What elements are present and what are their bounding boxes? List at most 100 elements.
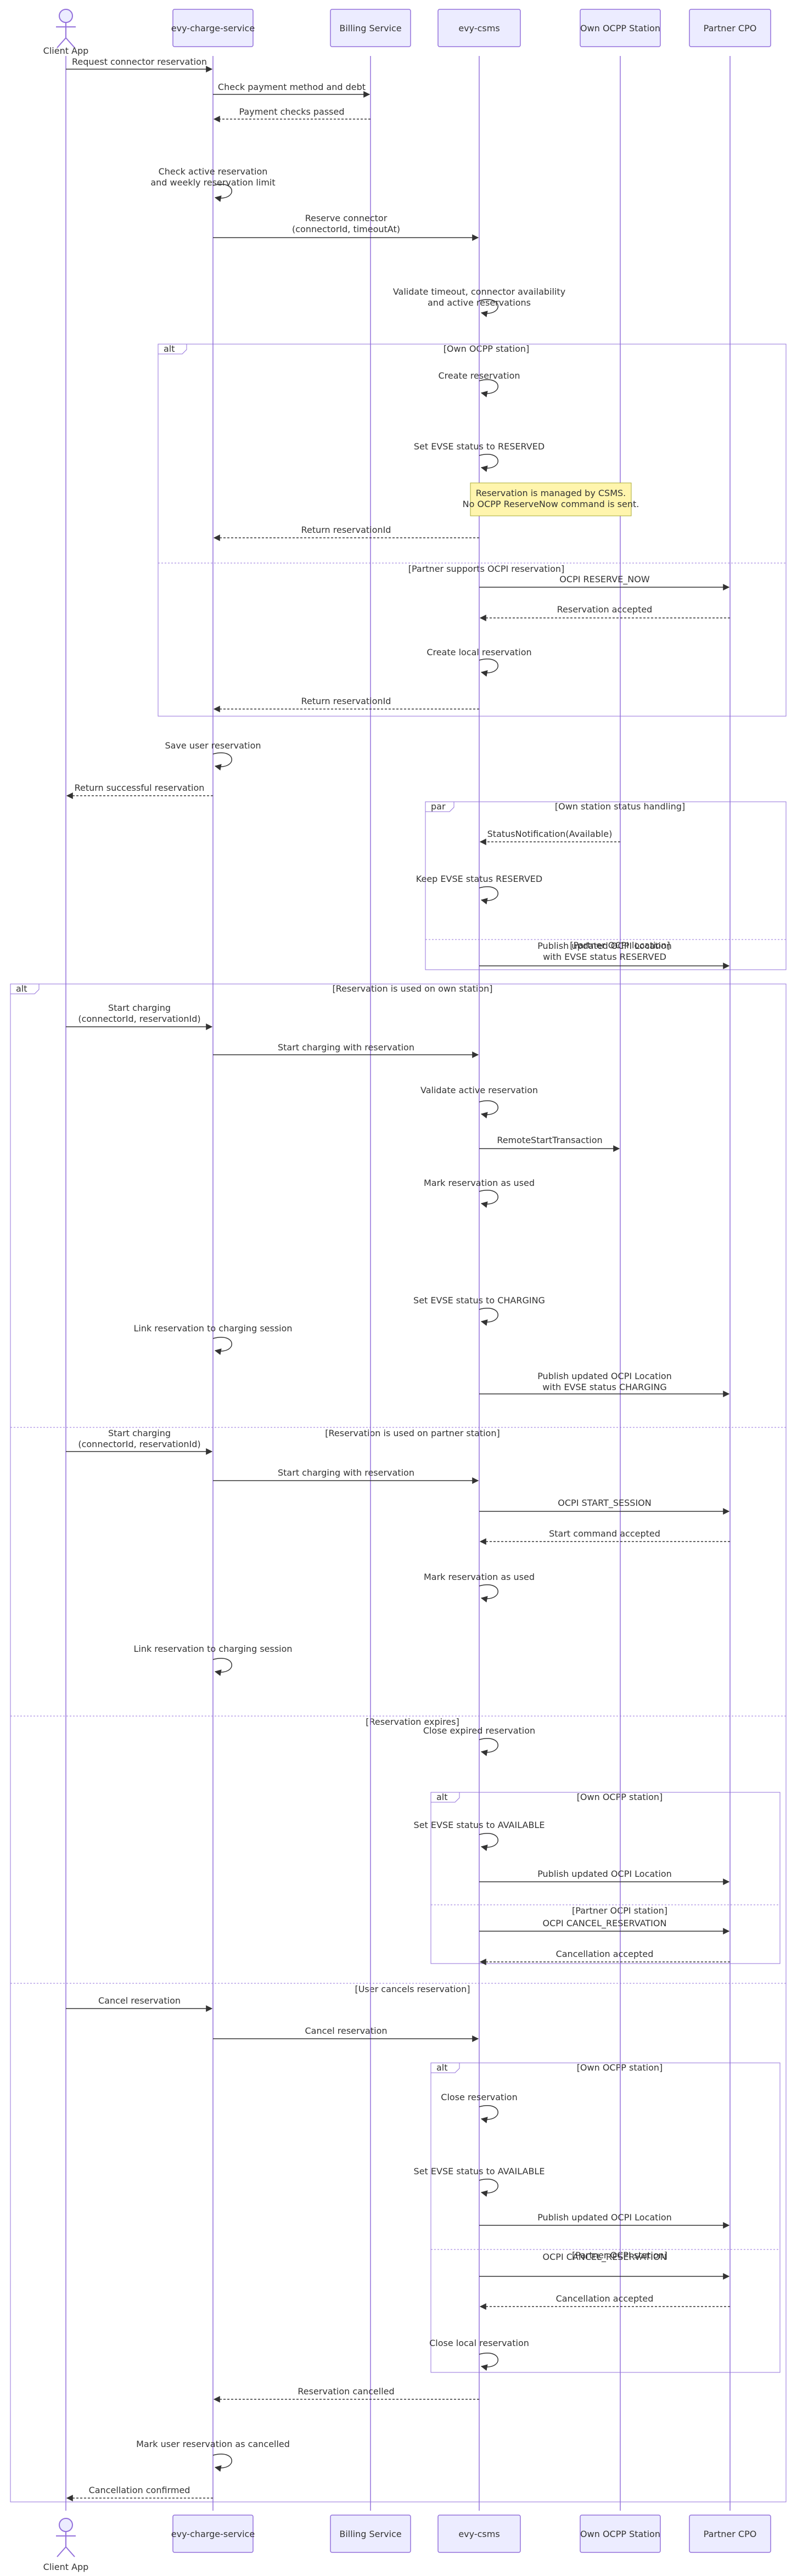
message-label: (connectorId, reservationId) [78, 1014, 200, 1024]
message: Cancellation accepted [479, 2293, 730, 2310]
message-label: Start charging [108, 1003, 171, 1013]
message: Start charging(connectorId, reservationI… [66, 1003, 213, 1030]
note-text: No OCPP ReserveNow command is sent. [463, 499, 639, 509]
message-label: OCPI START_SESSION [558, 1498, 651, 1509]
frame-condition: [Own OCPP station] [577, 2062, 663, 2073]
message-label: Payment checks passed [239, 106, 344, 117]
self-message: Mark reservation as used [424, 1178, 535, 1208]
message-label: Return reservationId [301, 525, 391, 535]
message-label: Link reservation to charging session [133, 1644, 292, 1654]
self-message: Mark reservation as used [424, 1572, 535, 1602]
self-message: Create reservation [439, 370, 520, 397]
message-label: Request connector reservation [72, 57, 207, 67]
self-message-arrow [479, 1100, 498, 1118]
message: RemoteStartTransaction [479, 1135, 620, 1152]
message: Return successful reservation [66, 783, 213, 799]
person-icon [56, 9, 76, 48]
message-label: RemoteStartTransaction [497, 1135, 602, 1145]
self-message-arrow [479, 1584, 498, 1602]
message-label: Publish updated OCPI Location [537, 1869, 672, 1879]
message: Return reservationId [213, 696, 479, 712]
participant-csms-top: evy-csms [437, 9, 521, 47]
self-message-arrow [479, 299, 498, 317]
message-label: Return successful reservation [75, 783, 205, 793]
message-label: OCPI CANCEL_RESERVATION [543, 1918, 667, 1929]
message-label: OCPI RESERVE_NOW [559, 574, 650, 585]
message-label: Set EVSE status to AVAILABLE [414, 2166, 545, 2176]
self-message-arrow [479, 1833, 498, 1851]
frame-divider-condition: [Reservation expires] [366, 1717, 459, 1727]
participant-label: Partner CPO [704, 2529, 757, 2539]
self-message-arrow [212, 752, 232, 770]
participant-label: evy-charge-service [171, 2529, 255, 2539]
message-label: and active reservations [428, 297, 531, 308]
frame-border [10, 983, 787, 2502]
frame-keyword: alt [436, 1792, 448, 1802]
message-label: (connectorId, timeoutAt) [292, 224, 400, 234]
message-label: Publish updated OCPI Location [537, 2212, 672, 2223]
message-label: Set EVSE status to CHARGING [413, 1295, 545, 1306]
message: Request connector reservation [66, 57, 213, 72]
participant-evy-bottom: evy-charge-service [171, 2515, 255, 2553]
self-message: Keep EVSE status RESERVED [416, 874, 542, 904]
participant-label: evy-csms [458, 2529, 499, 2539]
self-message-arrow [479, 659, 498, 677]
message-label: Start charging with reservation [278, 1042, 414, 1053]
note-box [470, 482, 632, 516]
frame-alt: alt[Own OCPP station][Partner OCPI stati… [430, 1792, 781, 1964]
participant-label: Billing Service [339, 23, 401, 33]
participant-partner-bottom: Partner CPO [689, 2515, 771, 2553]
message-label: Return reservationId [301, 696, 391, 706]
participant-box [580, 9, 661, 47]
frame-condition: [Own OCPP station] [577, 1792, 663, 1802]
participant-evy-top: evy-charge-service [171, 9, 255, 47]
message-label: Publish updated OCPI Location [537, 941, 672, 951]
message: Start charging with reservation [213, 1042, 479, 1058]
message-label: Publish updated OCPI Location [537, 1371, 672, 1381]
message-label: Validate timeout, connector availability [393, 286, 565, 297]
self-message-arrow [212, 1337, 232, 1355]
self-message-arrow [479, 1738, 498, 1756]
self-message-arrow [479, 454, 498, 472]
message-label: with EVSE status RESERVED [543, 952, 666, 962]
message-label: Reservation accepted [557, 604, 653, 615]
message-label: Set EVSE status to AVAILABLE [414, 1820, 545, 1830]
participant-label: Partner CPO [704, 23, 757, 33]
participant-label: Own OCPP Station [580, 2529, 660, 2539]
participant-box [172, 9, 254, 47]
message: Publish updated OCPI Location [479, 1869, 730, 1885]
self-message-arrow [479, 1190, 498, 1208]
message-label: Keep EVSE status RESERVED [416, 874, 542, 884]
frame-keyword: alt [16, 983, 27, 994]
message-label: Create local reservation [426, 647, 531, 657]
message-label: Cancellation accepted [556, 1949, 654, 1959]
frame-border [425, 801, 787, 970]
self-message: Link reservation to charging session [133, 1644, 293, 1676]
participant-own-bottom: Own OCPP Station [580, 2515, 661, 2553]
participant-label: Billing Service [339, 2529, 401, 2539]
frame-border [430, 2062, 781, 2373]
message: Start charging(connectorId, reservationI… [66, 1428, 213, 1455]
message: OCPI CANCEL_RESERVATION [479, 1918, 730, 1934]
message-label: (connectorId, reservationId) [78, 1439, 200, 1449]
message-label: Validate active reservation [420, 1085, 538, 1095]
participant-box [330, 2515, 411, 2553]
message-label: Check payment method and debt [218, 82, 366, 92]
self-message: Validate active reservation [420, 1085, 538, 1118]
participant-label: evy-csms [458, 23, 499, 33]
participant-client-bottom: Client App [43, 2518, 88, 2572]
self-message: Save user reservation [165, 740, 261, 770]
frame-divider-condition: [Reservation is used on partner station] [325, 1428, 499, 1438]
message-label: with EVSE status CHARGING [542, 1382, 666, 1392]
self-message: Set EVSE status to RESERVED [414, 441, 545, 472]
message-label: Close expired reservation [423, 1725, 535, 1736]
message-label: Set EVSE status to RESERVED [414, 441, 545, 452]
self-message: Close reservation [441, 2092, 518, 2123]
self-message: Set EVSE status to CHARGING [413, 1295, 545, 1326]
message: Return reservationId [213, 525, 479, 541]
message-label: Mark user reservation as cancelled [136, 2439, 290, 2449]
participant-label: evy-charge-service [171, 23, 255, 33]
